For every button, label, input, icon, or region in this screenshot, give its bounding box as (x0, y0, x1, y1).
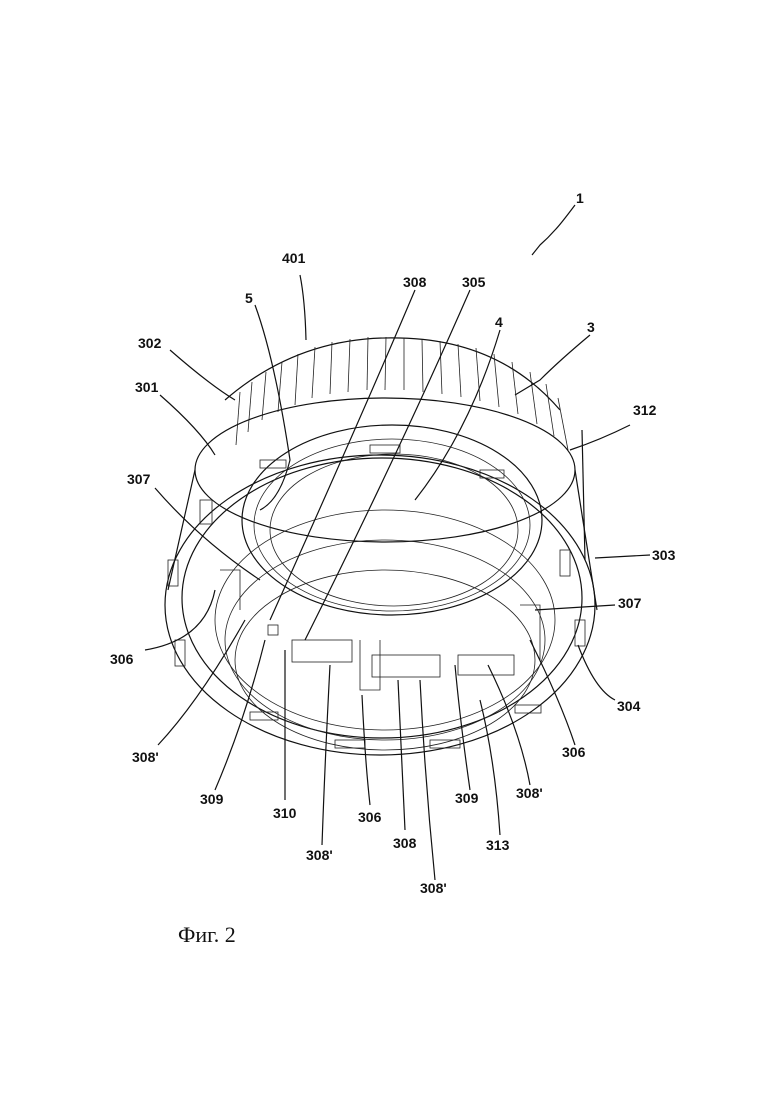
label-307-left: 307 (127, 471, 151, 487)
label-401: 401 (282, 250, 306, 266)
label-312: 312 (633, 402, 657, 418)
label-1: 1 (576, 190, 584, 206)
rim-notches (168, 445, 585, 748)
ring-body (165, 337, 597, 755)
label-308-top: 308 (403, 274, 427, 290)
label-308p-bottom-left: 308' (306, 847, 333, 863)
label-5: 5 (245, 290, 253, 306)
label-304: 304 (617, 698, 641, 714)
label-305: 305 (462, 274, 486, 290)
label-313: 313 (486, 837, 510, 853)
label-310: 310 (273, 805, 297, 821)
label-309-left: 309 (200, 791, 224, 807)
part-labels: 1 401 308 305 5 4 3 302 301 312 307 303 … (110, 190, 676, 896)
label-308p-left: 308' (132, 749, 159, 765)
label-306-left: 306 (110, 651, 134, 667)
label-3: 3 (587, 319, 595, 335)
label-307-right: 307 (618, 595, 642, 611)
label-303: 303 (652, 547, 676, 563)
label-4: 4 (495, 314, 503, 330)
label-308p-right: 308' (516, 785, 543, 801)
label-306-bottom: 306 (358, 809, 382, 825)
label-306-right: 306 (562, 744, 586, 760)
label-301: 301 (135, 379, 159, 395)
label-309-right: 309 (455, 790, 479, 806)
leader-lines (145, 205, 650, 880)
label-308p-bottom: 308' (420, 880, 447, 896)
label-308-bottom: 308 (393, 835, 417, 851)
label-302: 302 (138, 335, 162, 351)
figure-caption: Фиг. 2 (178, 922, 236, 947)
